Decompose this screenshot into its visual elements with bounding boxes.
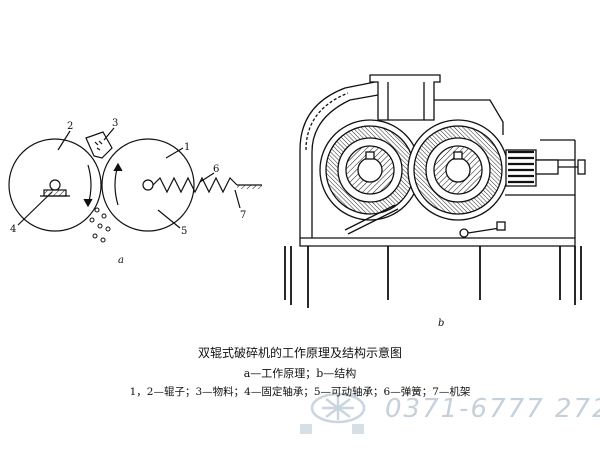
label-5: 5 bbox=[181, 226, 187, 237]
fixed-bearing bbox=[43, 189, 67, 197]
discharge-chute bbox=[344, 204, 396, 231]
crushed-particles bbox=[89, 207, 111, 243]
watermark-logo bbox=[300, 392, 366, 434]
spring-assembly bbox=[505, 149, 586, 187]
leader-7 bbox=[234, 189, 241, 209]
structure-roll-right bbox=[407, 119, 509, 221]
label-3: 3 bbox=[112, 118, 118, 129]
principle-diagram bbox=[8, 127, 262, 243]
roll-right-axle bbox=[142, 179, 154, 191]
roll-left bbox=[8, 138, 102, 232]
label-7: 7 bbox=[240, 210, 246, 221]
top-cover bbox=[434, 99, 504, 135]
spring bbox=[152, 176, 238, 194]
structure-diagram bbox=[284, 74, 586, 308]
feed-hopper bbox=[369, 74, 441, 121]
machine-frame bbox=[299, 237, 576, 247]
leader-5 bbox=[157, 209, 181, 229]
label-4: 4 bbox=[10, 224, 16, 235]
support-legs bbox=[284, 246, 582, 308]
leader-4 bbox=[17, 191, 53, 226]
leader-2 bbox=[57, 130, 71, 151]
figure-b-label: b bbox=[438, 318, 444, 329]
watermark-phone: 0371-6777 2727 bbox=[385, 394, 600, 424]
roll-right bbox=[101, 138, 195, 232]
label-1: 1 bbox=[184, 142, 190, 153]
structure-roll-left bbox=[319, 119, 421, 221]
label-2: 2 bbox=[67, 121, 73, 132]
figure-caption-legend: 1，2—辊子；3—物料；4—固定轴承；5—可动轴承；6—弹簧；7—机架 bbox=[129, 386, 471, 398]
leader-1 bbox=[165, 147, 184, 159]
principle-labels: 2 3 1 6 7 4 5 a bbox=[10, 118, 246, 266]
leader-6 bbox=[199, 172, 215, 183]
roll-left-axle bbox=[49, 179, 61, 191]
figure-caption-title: 双辊式破碎机的工作原理及结构示意图 bbox=[197, 346, 402, 360]
figure-caption-subtitle: a—工作原理；b—结构 bbox=[243, 367, 357, 380]
label-6: 6 bbox=[213, 164, 219, 175]
figure-a-label: a bbox=[118, 255, 124, 266]
leader-3 bbox=[103, 127, 115, 141]
housing-guard bbox=[299, 81, 376, 238]
